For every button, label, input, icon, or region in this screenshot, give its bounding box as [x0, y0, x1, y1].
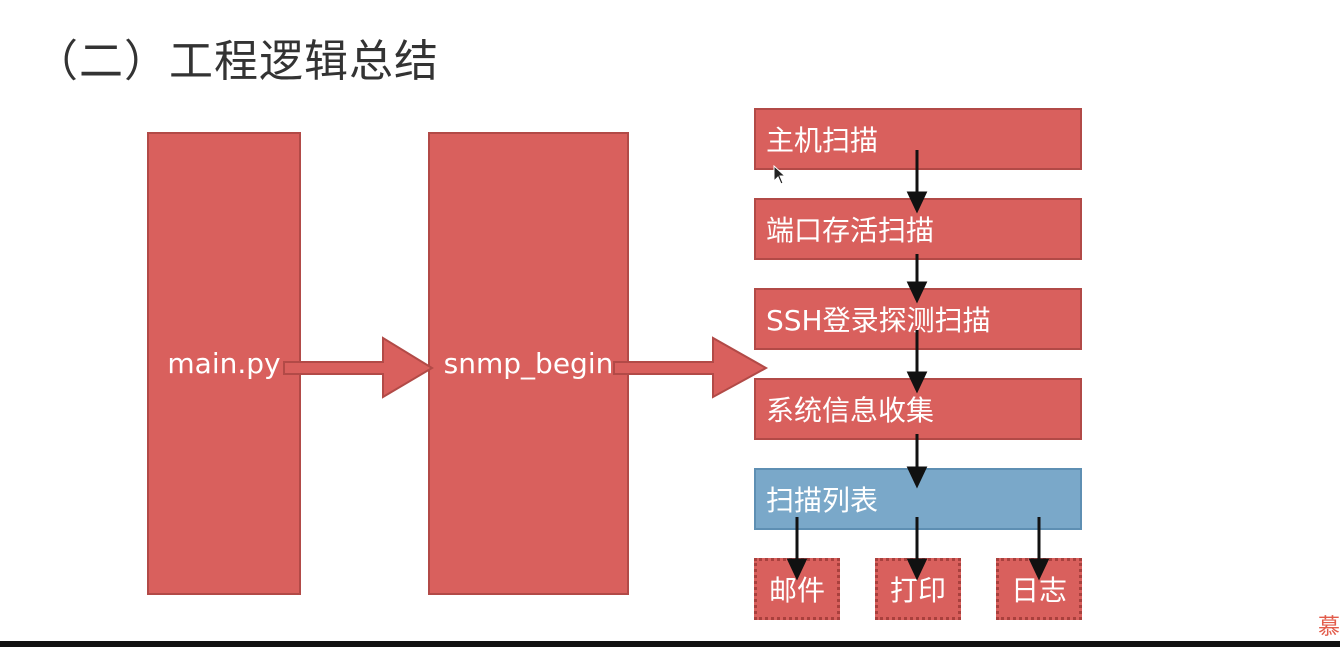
- output-label: 打印: [889, 574, 946, 607]
- logo-text: 慕: [1317, 615, 1340, 639]
- main-py-label: main.py: [167, 347, 281, 380]
- step-label: 主机扫描: [766, 124, 879, 157]
- block-arrow-begin-to-steps: [613, 336, 769, 399]
- slide-title: （二）工程逻辑总结: [34, 36, 439, 87]
- block-arrow-main-to-begin: [283, 336, 434, 399]
- brand-logo-icon: 慕: [1296, 609, 1340, 639]
- step-label: 端口存活扫描: [766, 214, 935, 247]
- step-label: 系统信息收集: [766, 394, 935, 427]
- step-label: SSH登录探测扫描: [766, 304, 991, 337]
- bottom-bar: [0, 641, 1340, 647]
- mouse-cursor-icon: [773, 165, 787, 185]
- step-label: 扫描列表: [766, 484, 879, 517]
- snmp-begin-label: snmp_begin: [443, 347, 614, 380]
- main-py-box: main.py: [147, 132, 301, 595]
